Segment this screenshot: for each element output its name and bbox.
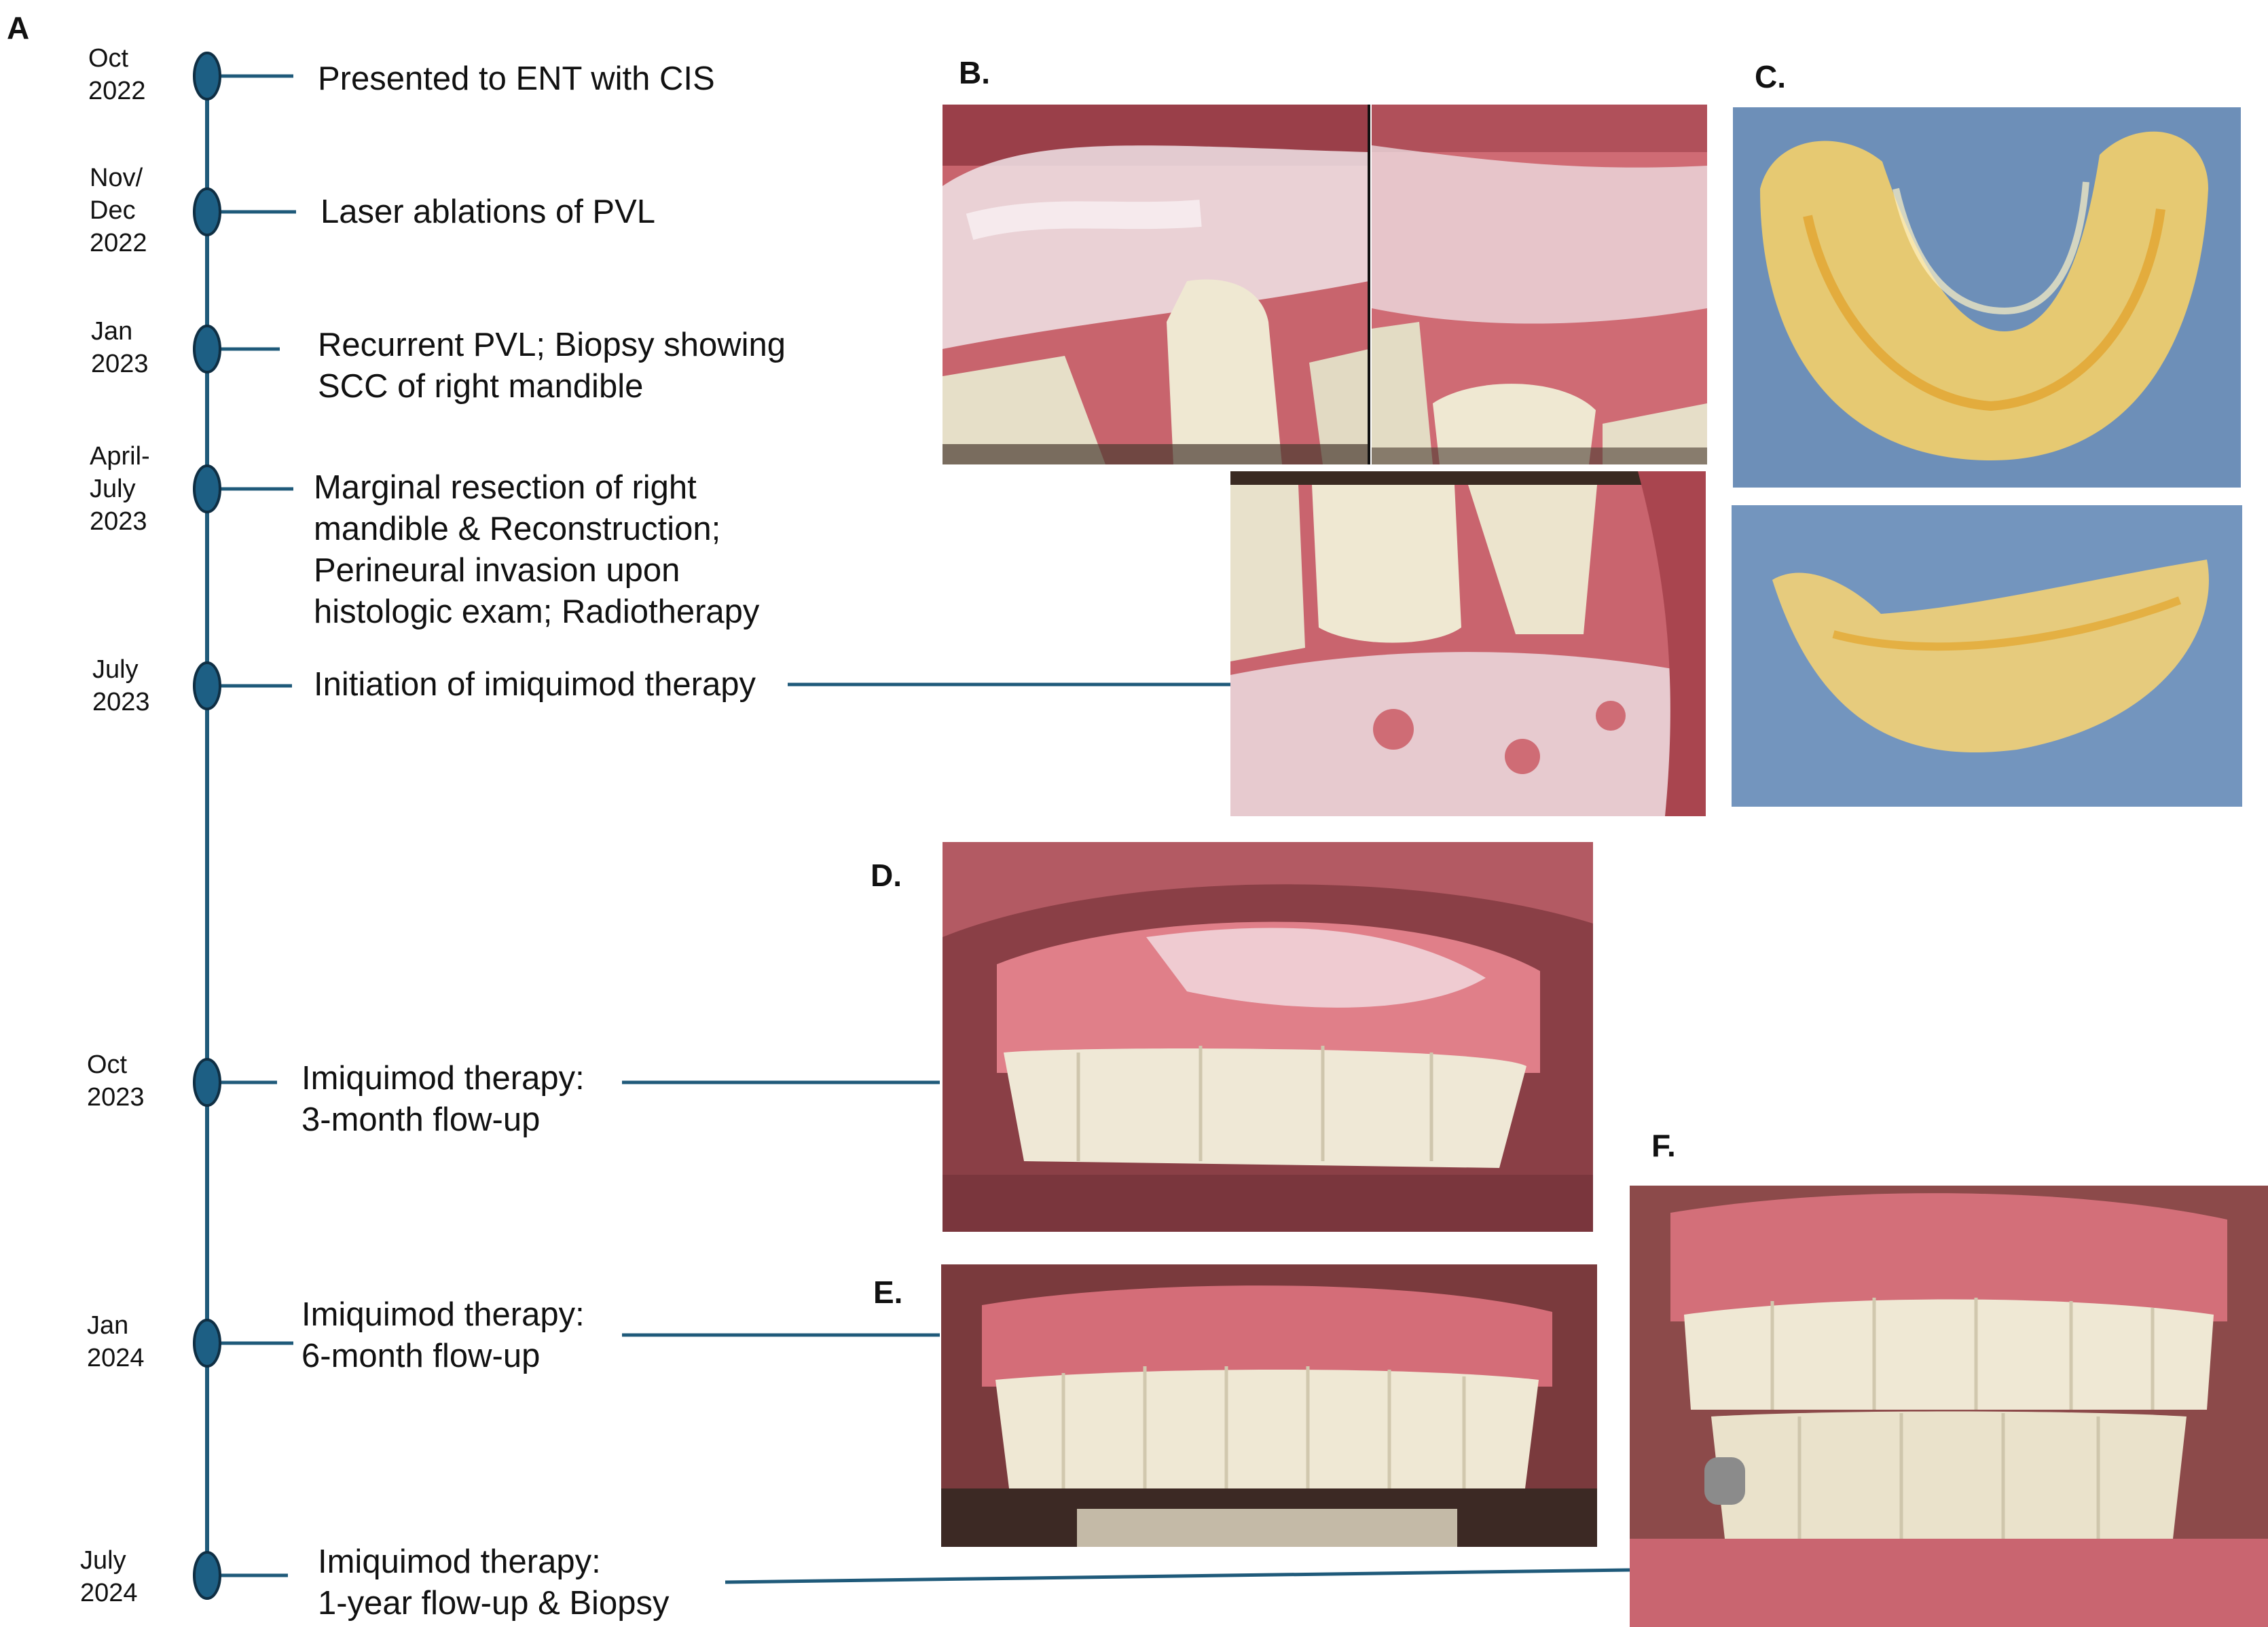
connector-to-panel-f	[725, 1568, 1630, 1584]
panel-label-d: D.	[871, 858, 902, 893]
timeline-date-3: Jan 2023	[91, 317, 149, 378]
timeline-node-3	[193, 325, 221, 373]
panel-label-f: F.	[1651, 1128, 1676, 1163]
photo-f	[1630, 1186, 2268, 1627]
photo-b-upper-right	[1372, 105, 1707, 464]
photo-c-upper	[1733, 107, 2241, 488]
photo-b-lower	[1230, 471, 1706, 816]
panel-label-b: B.	[959, 55, 990, 90]
panel-label-c: C.	[1755, 59, 1786, 94]
timeline-event-7: Imiquimod therapy: 6-month flow-up	[301, 1296, 585, 1374]
timeline-date-7: Jan 2024	[87, 1311, 145, 1372]
timeline-date-2: Nov/ Dec 2022	[90, 164, 147, 257]
photo-b-upper-left	[943, 105, 1369, 464]
timeline-event-5: Initiation of imiquimod therapy	[314, 666, 756, 703]
timeline-date-8: July 2024	[80, 1546, 138, 1607]
photo-e	[941, 1264, 1597, 1547]
panel-label-a: A	[7, 10, 30, 45]
timeline-date-1: Oct 2022	[88, 44, 146, 105]
timeline-node-1	[193, 52, 221, 100]
timeline-node-8	[193, 1551, 221, 1600]
panel-label-e: E.	[873, 1275, 903, 1310]
timeline-node-6	[193, 1058, 221, 1107]
photo-c-lower	[1732, 505, 2242, 807]
timeline-node-4	[193, 464, 221, 513]
timeline-date-5: July 2023	[92, 655, 150, 716]
timeline-event-8: Imiquimod therapy: 1-year flow-up & Biop…	[318, 1543, 670, 1622]
timeline-event-2: Laser ablations of PVL	[321, 194, 656, 230]
timeline-event-6: Imiquimod therapy: 3-month flow-up	[301, 1060, 585, 1138]
timeline-node-2	[193, 187, 221, 236]
timeline-event-1: Presented to ENT with CIS	[318, 60, 715, 97]
timeline-node-5	[193, 661, 221, 710]
photo-b-divider	[1368, 105, 1370, 464]
photo-d	[943, 842, 1593, 1232]
timeline-date-6: Oct 2023	[87, 1050, 145, 1112]
timeline-date-4: April- July 2023	[90, 442, 150, 536]
timeline-node-7	[193, 1319, 221, 1368]
timeline-event-4: Marginal resection of right mandible & R…	[314, 469, 760, 630]
timeline-event-3: Recurrent PVL; Biopsy showing SCC of rig…	[318, 327, 786, 405]
